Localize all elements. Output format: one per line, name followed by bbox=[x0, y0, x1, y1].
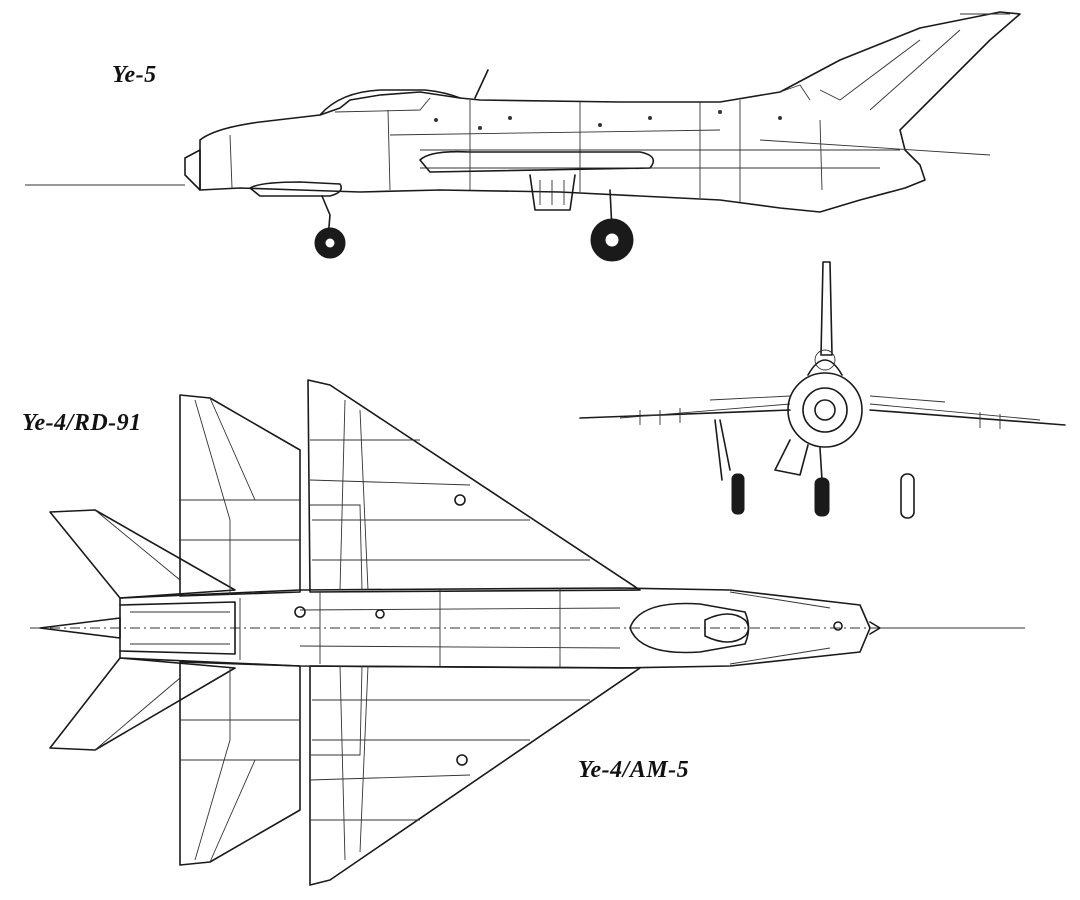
front-view bbox=[579, 261, 1066, 519]
side-view-label: Ye-5 bbox=[112, 62, 157, 88]
side-rivets bbox=[434, 110, 782, 130]
side-view-ye5 bbox=[25, 11, 1021, 262]
top-view-lower-label: Ye-4/AM-5 bbox=[578, 757, 690, 783]
top-view-upper-label: Ye-4/RD-91 bbox=[22, 410, 142, 436]
top-view-ye4 bbox=[30, 379, 1025, 886]
